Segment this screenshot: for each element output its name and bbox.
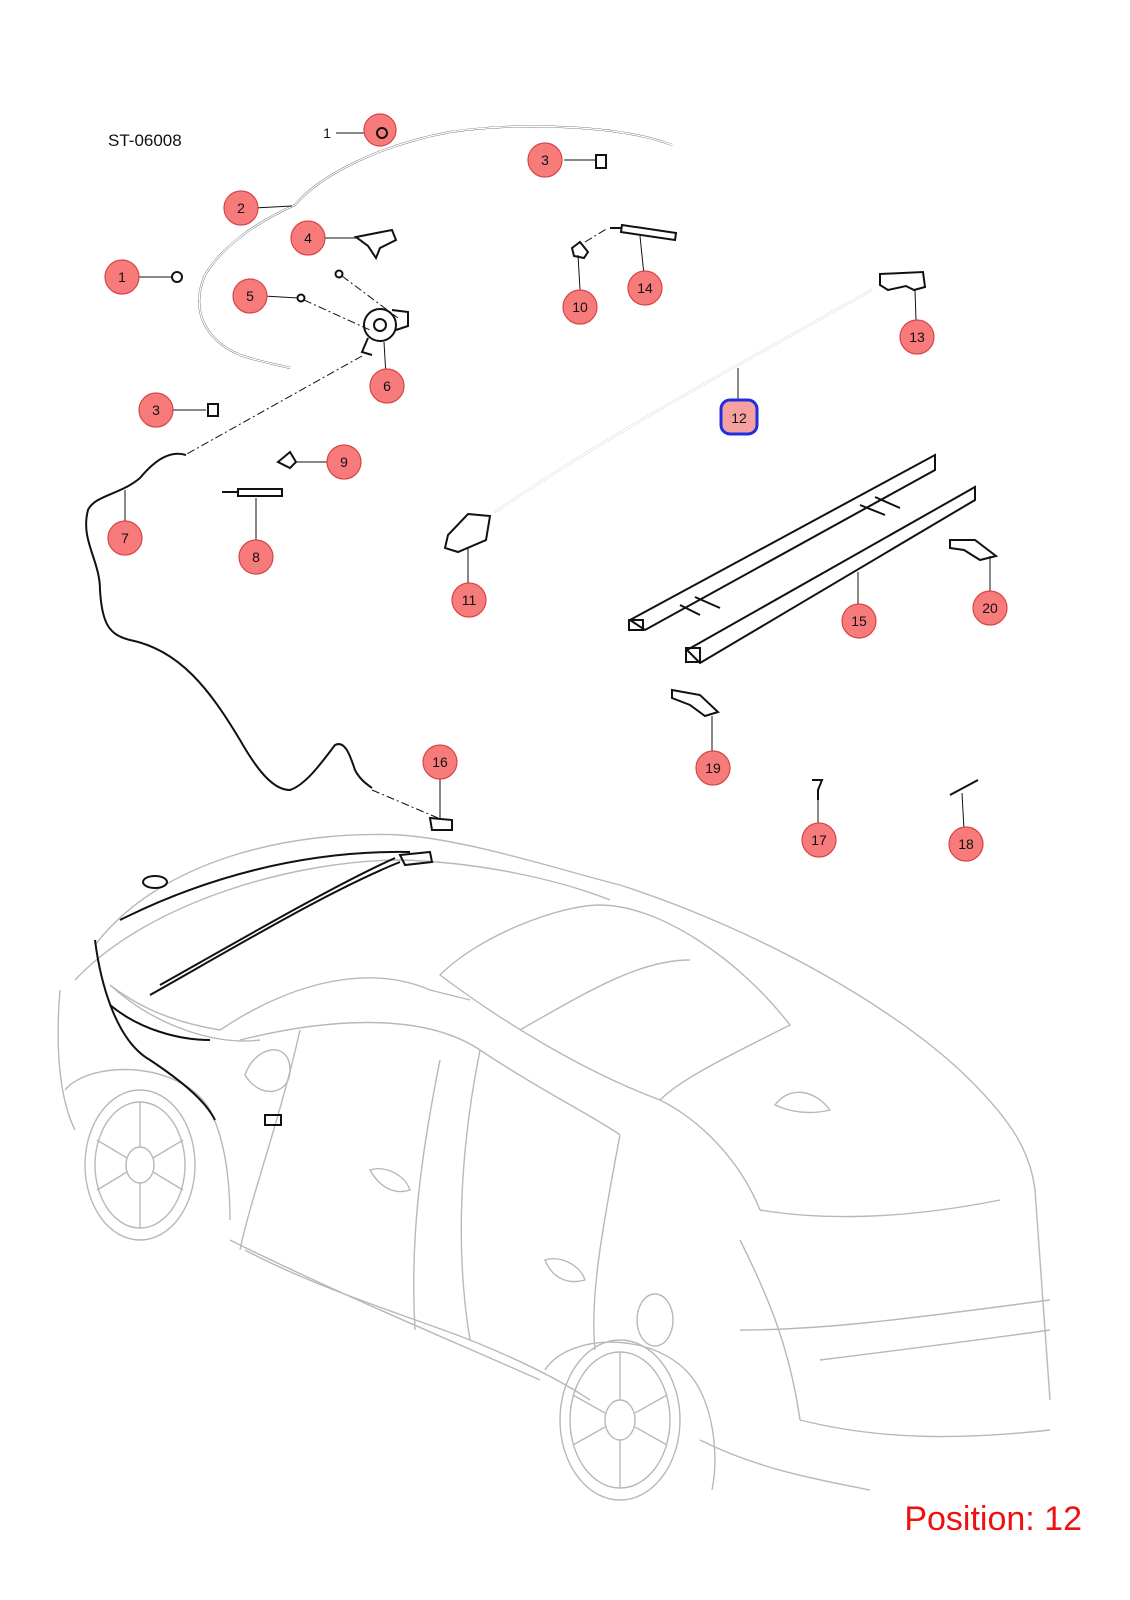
callout-11[interactable]: 11 xyxy=(451,582,487,618)
vehicle-outline xyxy=(57,833,1051,1501)
bracket-4 xyxy=(353,228,398,261)
callout-19-label: 19 xyxy=(705,760,721,776)
roof-frame-15 xyxy=(628,453,976,665)
callout-5[interactable]: 5 xyxy=(232,278,268,314)
callout-5-label: 5 xyxy=(246,288,254,304)
callout-19[interactable]: 19 xyxy=(695,750,731,786)
end-cap-13 xyxy=(879,270,927,292)
callout-9[interactable]: 9 xyxy=(326,444,362,480)
callout-13[interactable]: 13 xyxy=(899,319,935,355)
grommet-1-lower xyxy=(171,271,183,283)
callout-18[interactable]: 18 xyxy=(948,826,984,862)
callout-15[interactable]: 15 xyxy=(841,603,877,639)
drain-hose-7 xyxy=(85,452,373,792)
callout-1-upper-bubble xyxy=(363,113,397,147)
callout-6-label: 6 xyxy=(383,378,391,394)
callout-14-label: 14 xyxy=(637,280,653,296)
sunroof-motor-6 xyxy=(360,308,409,356)
callout-3-upper[interactable]: 3 xyxy=(527,142,563,178)
clip-3-upper xyxy=(595,154,607,169)
callout-15-label: 15 xyxy=(851,613,867,629)
callout-9-label: 9 xyxy=(340,454,348,470)
callout-13-label: 13 xyxy=(909,329,925,345)
callout-16[interactable]: 16 xyxy=(422,744,458,780)
callout-11-label: 11 xyxy=(462,592,477,608)
callout-6[interactable]: 6 xyxy=(369,368,405,404)
assembly-line xyxy=(584,227,609,243)
bracket-9 xyxy=(276,450,298,470)
bracket-10 xyxy=(570,240,590,260)
end-cover-11 xyxy=(443,512,492,554)
gas-strut-8 xyxy=(222,488,283,497)
callout-20[interactable]: 20 xyxy=(972,590,1008,626)
roof-rail-12 xyxy=(494,289,873,513)
clip-3-lower xyxy=(207,403,219,417)
callout-2[interactable]: 2 xyxy=(223,190,259,226)
callout-8[interactable]: 8 xyxy=(238,539,274,575)
callout-1-lower-label: 1 xyxy=(118,269,126,285)
assembly-line xyxy=(303,299,371,331)
callout-14[interactable]: 14 xyxy=(627,270,663,306)
callout-8-label: 8 xyxy=(252,549,260,565)
bolt-5 xyxy=(296,293,306,303)
callout-4-label: 4 xyxy=(304,230,312,246)
callout-17[interactable]: 17 xyxy=(801,822,837,858)
stud-18 xyxy=(949,779,979,796)
callout-3-lower-label: 3 xyxy=(152,402,160,418)
callout-4[interactable]: 4 xyxy=(290,220,326,256)
leader-lines xyxy=(124,132,991,831)
callout-7-label: 7 xyxy=(121,530,129,546)
bracket-20 xyxy=(949,539,999,562)
callout-16-label: 16 xyxy=(432,754,448,770)
assembly-line xyxy=(184,355,363,456)
assembly-line xyxy=(341,275,399,319)
callout-2-label: 2 xyxy=(237,200,245,216)
callout-10[interactable]: 10 xyxy=(562,289,598,325)
diagram-code: ST-06008 xyxy=(108,131,182,150)
callout-20-label: 20 xyxy=(982,600,998,616)
position-indicator: Position: 12 xyxy=(904,1500,1082,1538)
callout-18-label: 18 xyxy=(958,836,974,852)
callout-1-lower[interactable]: 1 xyxy=(104,259,140,295)
fastener-17 xyxy=(812,779,824,800)
callout-3-lower[interactable]: 3 xyxy=(138,392,174,428)
callout-12[interactable]: 12 xyxy=(719,398,759,436)
callout-17-label: 17 xyxy=(811,832,827,848)
roof-seal-strip xyxy=(198,125,673,369)
hose-clip-16 xyxy=(428,816,453,831)
vehicle-installed-parts xyxy=(94,850,434,1126)
bracket-19 xyxy=(671,688,720,718)
callout-10-label: 10 xyxy=(572,299,588,315)
selection-highlight xyxy=(719,398,759,436)
callout-1[interactable]: 1 xyxy=(323,125,331,141)
callout-3-upper-label: 3 xyxy=(541,152,549,168)
gas-strut-14 xyxy=(610,223,678,242)
bolt-5b xyxy=(334,269,344,279)
assembly-line xyxy=(371,789,439,819)
callout-7[interactable]: 7 xyxy=(107,520,143,556)
callout-12-label: 12 xyxy=(731,410,747,426)
callout-1-label: 1 xyxy=(323,125,331,141)
